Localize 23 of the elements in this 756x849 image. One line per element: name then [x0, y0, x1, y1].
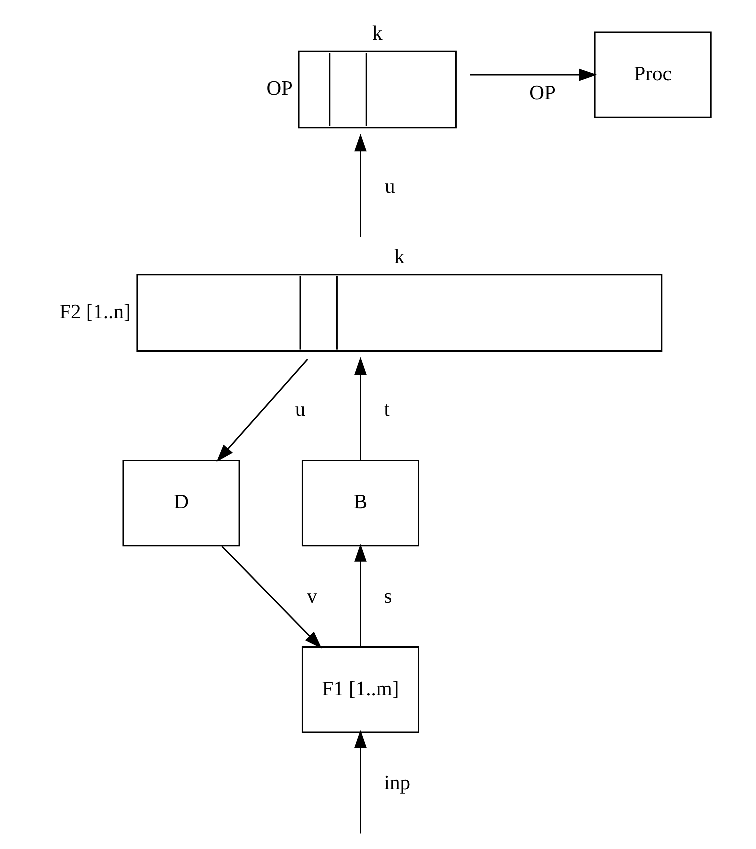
arrow — [354, 134, 367, 238]
node-label: F2 [1..n] — [60, 301, 131, 324]
node-label: OP — [266, 78, 293, 100]
edge-label: t — [384, 399, 390, 422]
edge-label: v — [307, 586, 318, 608]
edge-label: OP — [530, 82, 556, 105]
arrow — [470, 68, 598, 82]
edge-label: s — [384, 586, 392, 608]
node-box: F1 [1..m] — [302, 646, 420, 734]
arrow — [354, 544, 367, 648]
arrow — [354, 730, 367, 834]
node-box: D — [122, 460, 240, 547]
edge-label: u — [295, 399, 306, 422]
node-box — [298, 50, 457, 129]
node-label: k — [372, 23, 383, 46]
node-box: Proc — [594, 32, 712, 118]
edge-label: u — [384, 176, 396, 198]
node-label: k — [394, 246, 405, 268]
arrow — [354, 357, 367, 460]
arrow — [216, 359, 308, 462]
node-box: B — [302, 460, 420, 547]
edge-label: inp — [384, 772, 411, 794]
arrow — [222, 546, 322, 649]
